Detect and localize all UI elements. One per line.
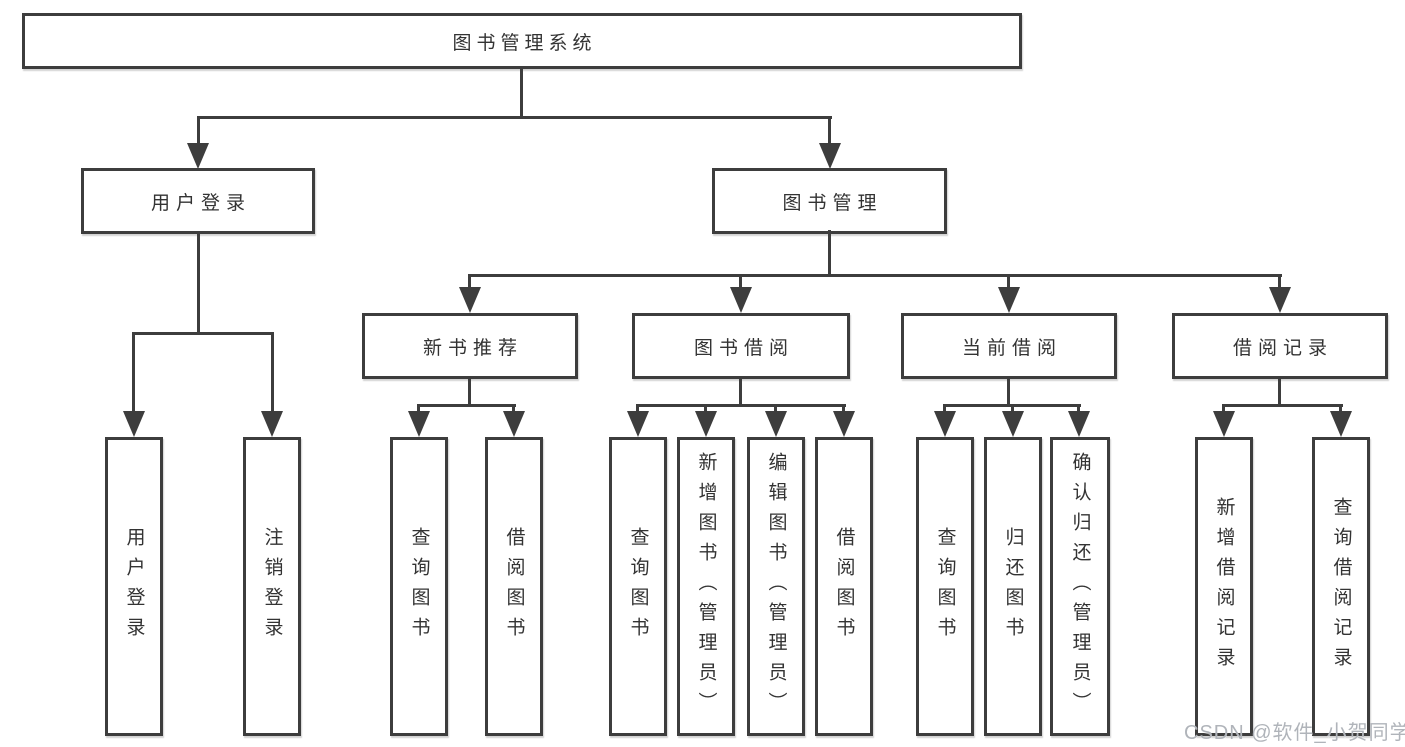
watermark: CSDN @软件_小贺同学 [1184,722,1405,744]
node-user-login: 用户登录 [81,168,315,234]
connector-line [739,377,742,406]
connector-line [133,332,274,335]
connector-line [417,404,516,407]
arrow-down-icon [1330,411,1352,437]
connector-line [197,116,200,144]
leaf-logout: 注销登录 [243,437,301,736]
connector-line [197,232,200,334]
arrow-down-icon [408,411,430,437]
connector-line [828,116,831,144]
node-library-system: 图书管理系统 [22,13,1022,69]
connector-line [1222,404,1225,413]
connector-line [468,274,471,290]
arrow-down-icon [934,411,956,437]
connector-line [512,404,515,413]
leaf-user-login: 用户登录 [105,437,163,736]
leaf-confirm-return-admin: 确认归还（管理员） [1050,437,1110,736]
arrow-down-icon [1002,411,1024,437]
arrow-down-icon [998,287,1020,313]
connector-line [1011,404,1014,413]
connector-line [1223,404,1343,407]
connector-line [132,332,135,413]
leaf-borrow-books-1: 借阅图书 [485,437,543,736]
connector-line [1278,377,1281,406]
connector-line [637,404,846,407]
arrow-down-icon [627,411,649,437]
arrow-down-icon [261,411,283,437]
connector-line [197,116,832,119]
arrow-down-icon [730,287,752,313]
arrow-down-icon [833,411,855,437]
connector-line [704,404,707,413]
arrow-down-icon [765,411,787,437]
connector-line [468,274,1282,277]
connector-line [943,404,946,413]
connector-line [1339,404,1342,413]
connector-line [468,377,471,406]
node-current-borrowing: 当前借阅 [901,313,1117,379]
connector-line [1077,404,1080,413]
connector-line [739,274,742,290]
arrow-down-icon [1269,287,1291,313]
connector-line [636,404,639,413]
connector-line [520,69,523,117]
leaf-query-books-3: 查询图书 [916,437,974,736]
leaf-query-books-2: 查询图书 [609,437,667,736]
connector-line [828,230,831,276]
node-book-management: 图书管理 [712,168,947,234]
arrow-down-icon [1068,411,1090,437]
node-book-borrowing: 图书借阅 [632,313,850,379]
leaf-edit-books-admin: 编辑图书（管理员） [747,437,805,736]
arrow-down-icon [1213,411,1235,437]
connector-line [1007,377,1010,406]
arrow-down-icon [503,411,525,437]
connector-line [417,404,420,413]
leaf-add-books-admin: 新增图书（管理员） [677,437,735,736]
leaf-query-borrow-record: 查询借阅记录 [1312,437,1370,736]
leaf-query-books-1: 查询图书 [390,437,448,736]
leaf-borrow-books-2: 借阅图书 [815,437,873,736]
leaf-add-borrow-record: 新增借阅记录 [1195,437,1253,736]
arrow-down-icon [187,143,209,169]
leaf-return-books: 归还图书 [984,437,1042,736]
node-borrowing-records: 借阅记录 [1172,313,1388,379]
connector-line [1278,274,1281,290]
connector-line [1007,274,1010,290]
connector-line [774,404,777,413]
node-new-book-recommendation: 新书推荐 [362,313,578,379]
connector-line [842,404,845,413]
arrow-down-icon [459,287,481,313]
arrow-down-icon [819,143,841,169]
arrow-down-icon [695,411,717,437]
arrow-down-icon [123,411,145,437]
connector-line [271,332,274,413]
